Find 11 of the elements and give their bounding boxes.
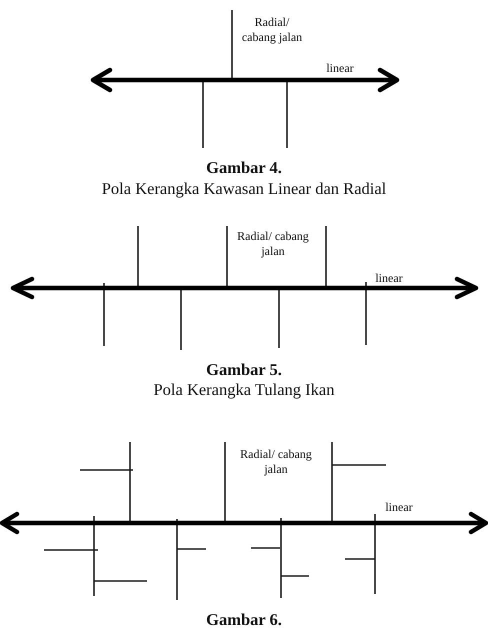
figure-caption: Pola Kerangka Kawasan Linear dan Radial [102, 179, 386, 198]
figure-caption: Pola Kerangka Tulang Ikan [153, 380, 335, 399]
branch-road-label: Radial/ cabang jalan [240, 15, 304, 44]
figure-number: Gambar 5. [206, 360, 282, 379]
main-road-label: linear [385, 500, 413, 514]
branch-road-label: Radial/ cabang jalan [239, 447, 313, 476]
main-road-label: linear [326, 61, 354, 75]
branch-road-label: Radial/ cabang jalan [236, 229, 310, 258]
figure-number: Gambar 4. [206, 158, 282, 177]
main-road-label: linear [375, 271, 403, 285]
figure-number: Gambar 6. [206, 610, 282, 629]
